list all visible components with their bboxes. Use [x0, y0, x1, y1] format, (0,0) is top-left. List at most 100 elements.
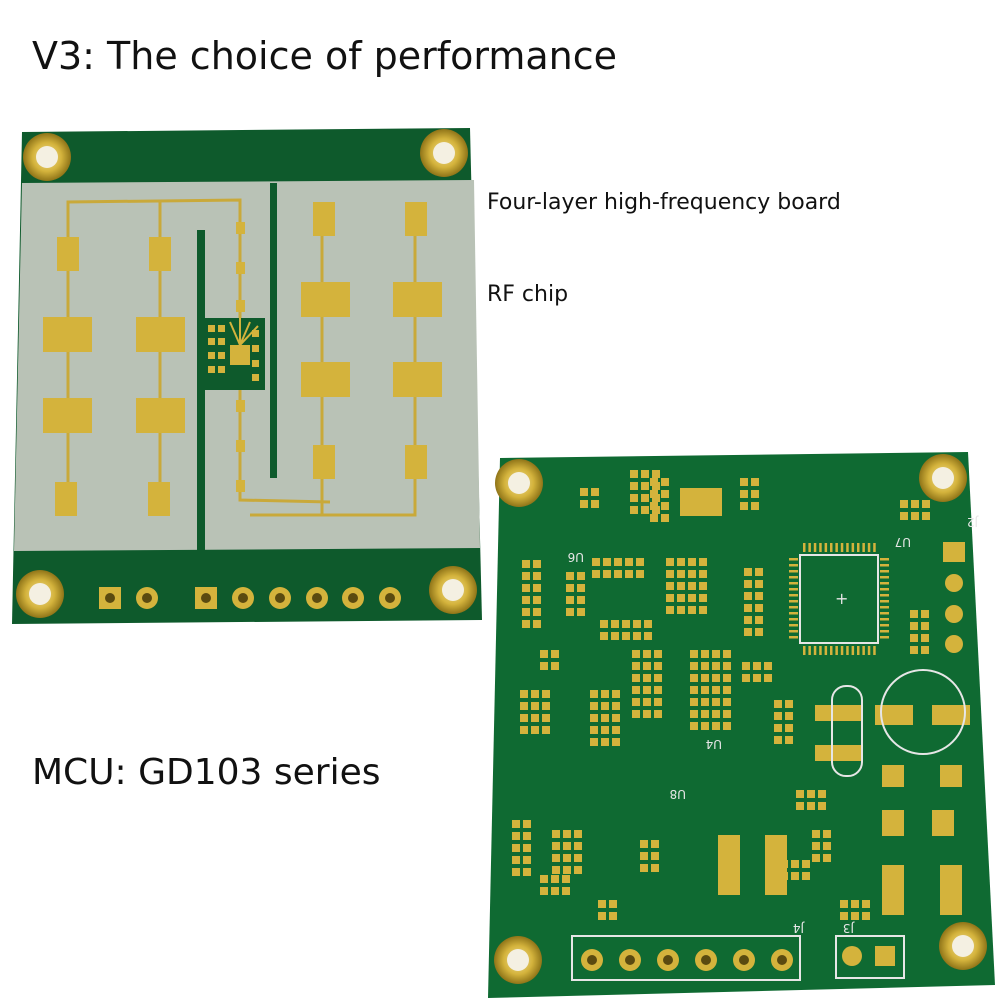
mcu-pin [862, 543, 865, 552]
smd-pad [862, 912, 870, 920]
smd-pad [712, 686, 720, 694]
mcu-label: MCU: GD103 series [32, 752, 381, 793]
smd-pad [591, 500, 599, 508]
smd-pad [644, 632, 652, 640]
smd-pad [740, 490, 748, 498]
smd-pad [677, 594, 685, 602]
smd-pad [677, 606, 685, 614]
smd-pad [740, 478, 748, 486]
smd-pad [531, 714, 539, 722]
smd-pad [533, 560, 541, 568]
smd-pad [600, 620, 608, 628]
smd-pad [643, 662, 651, 670]
mcu-pin [789, 606, 798, 609]
smd-pad [603, 570, 611, 578]
smd-pad [796, 802, 804, 810]
smd-pad [574, 830, 582, 838]
smd-pad [563, 842, 571, 850]
smd-pad [661, 478, 669, 486]
smd-pad [609, 912, 617, 920]
smd-pad [900, 512, 908, 520]
smd-pad [630, 470, 638, 478]
smd-pad [542, 726, 550, 734]
smd-pad [580, 488, 588, 496]
header-j2 [943, 542, 965, 653]
smd-pad [688, 594, 696, 602]
mcu-pin [824, 646, 828, 655]
smd-pad [666, 582, 674, 590]
header-j4 [571, 935, 801, 981]
smd-pad [598, 900, 606, 908]
smd-pad [512, 844, 520, 852]
silkscreen-u6: U6 [568, 550, 584, 564]
header-pins-front [99, 587, 401, 609]
smd-pad [791, 860, 799, 868]
smd-pad [574, 866, 582, 874]
smd-pad [651, 840, 659, 848]
smd-pad [812, 830, 820, 838]
smd-pad [641, 506, 649, 514]
smd-pad [699, 594, 707, 602]
smd-pad [643, 674, 651, 682]
smd-pad [910, 610, 918, 618]
mcu-pin [880, 624, 889, 627]
smd-pad [580, 500, 588, 508]
smd-pad [796, 790, 804, 798]
smd-pad [630, 494, 638, 502]
smd-pad [651, 864, 659, 872]
smd-pad [644, 620, 652, 628]
smd-pad [540, 662, 548, 670]
smd-pad [755, 628, 763, 636]
smd-pad [723, 698, 731, 706]
smd-pad [643, 650, 651, 658]
smd-pad [640, 852, 648, 860]
mcu-pin [880, 570, 889, 573]
smd-pad [751, 478, 759, 486]
smd-pad [723, 710, 731, 718]
smd-pad [910, 634, 918, 642]
smd-pad [701, 686, 709, 694]
smd-pad [533, 620, 541, 628]
smd-pad [601, 702, 609, 710]
smd-pad [522, 620, 530, 628]
mcu-pin [789, 600, 798, 603]
smd-pad [666, 558, 674, 566]
mcu-pin [830, 543, 833, 552]
mcu-pin [789, 594, 798, 597]
mcu-pin [880, 564, 889, 567]
mcu-pin [840, 646, 844, 655]
smd-pad [551, 650, 559, 658]
mcu-pin [862, 646, 865, 655]
header-j3 [835, 935, 905, 979]
smd-pad [666, 606, 674, 614]
smd-pad [661, 490, 669, 498]
smd-pad [744, 628, 752, 636]
mcu-pin [880, 576, 889, 579]
mcu-pin [880, 600, 889, 603]
smd-pad [643, 710, 651, 718]
smd-pad [723, 662, 731, 670]
smd-pad [632, 674, 640, 682]
smd-pad [640, 840, 648, 848]
smd-pad [614, 570, 622, 578]
smd-pad [625, 558, 633, 566]
headline: V3: The choice of performance [32, 34, 618, 78]
smd-pad [652, 470, 660, 478]
smd-pad [755, 604, 763, 612]
smd-pad [522, 608, 530, 616]
smd-pad [512, 856, 520, 864]
smd-pad-field [512, 470, 930, 920]
mcu-pin [880, 558, 889, 561]
smd-pad [612, 726, 620, 734]
smd-pad [723, 686, 731, 694]
ic-footprint [680, 488, 722, 516]
smd-pad [577, 596, 585, 604]
smd-pad [802, 860, 810, 868]
smd-pad [630, 482, 638, 490]
mcu-pin [789, 576, 798, 579]
smd-pad [592, 570, 600, 578]
smd-pad [612, 702, 620, 710]
smd-pad [840, 912, 848, 920]
smd-pad [677, 582, 685, 590]
smd-pad [531, 690, 539, 698]
